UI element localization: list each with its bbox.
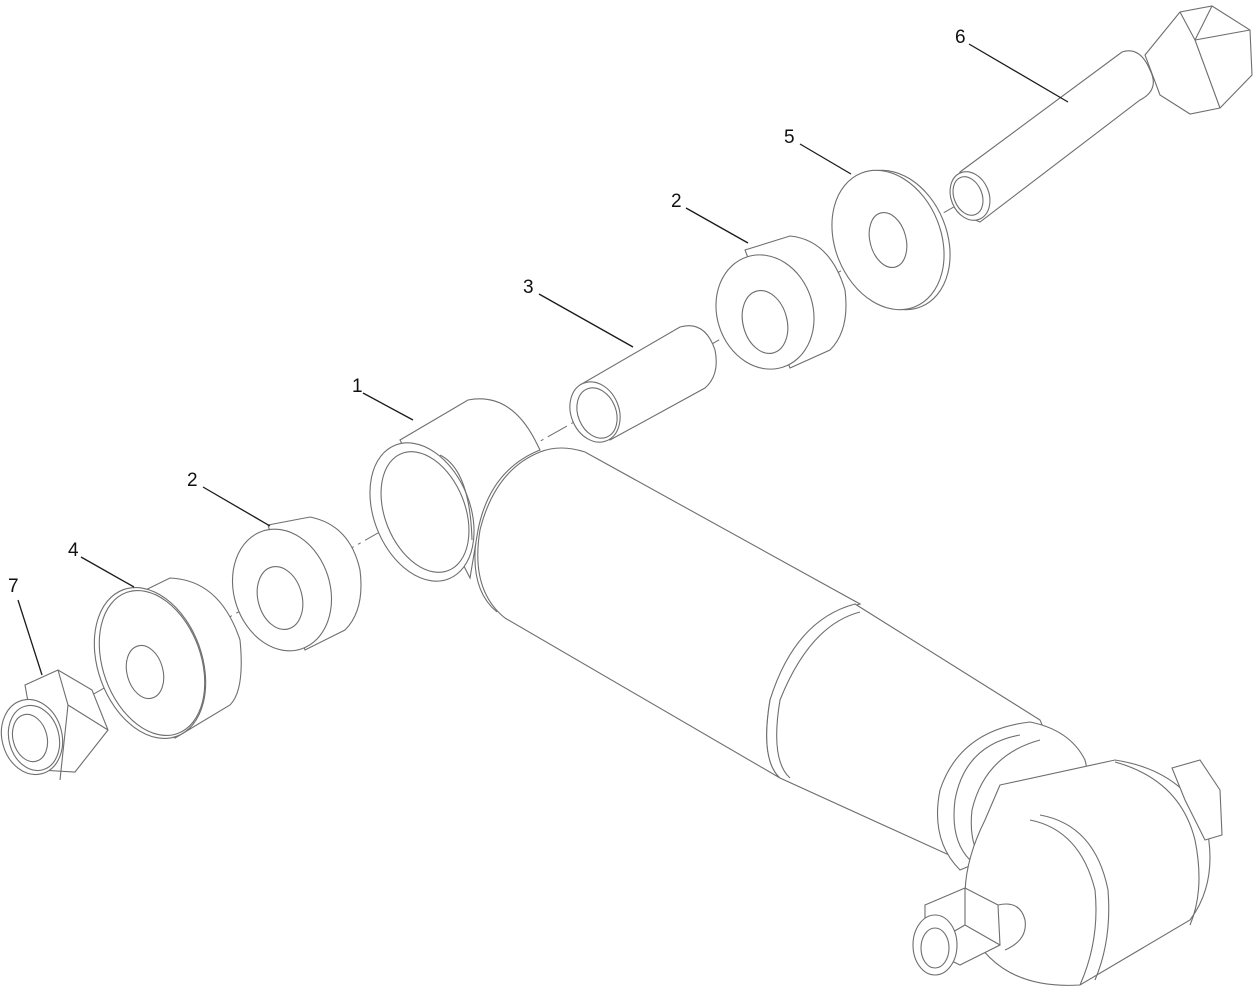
leader-line-2-upper [685, 207, 749, 244]
part-1-outer-sleeve [369, 398, 541, 582]
leader-line-6 [968, 43, 1069, 103]
leader-line-7 [17, 599, 43, 676]
leader-line-2-lower [202, 486, 271, 527]
leader-line-5 [799, 143, 852, 175]
part-5-flat-washer [831, 169, 951, 311]
leader-line-3 [538, 293, 634, 348]
part-3-spacer-tube [569, 325, 717, 443]
shock-absorber-body [474, 447, 1223, 986]
callout-4: 4 [68, 540, 79, 561]
callout-6: 6 [955, 27, 966, 48]
callout-5: 5 [784, 127, 795, 148]
callout-3: 3 [523, 277, 534, 298]
part-2-lower-bushing [231, 516, 362, 652]
part-2-upper-bushing [715, 235, 847, 370]
part-4-spacer-washer [93, 577, 242, 739]
leader-line-1 [362, 392, 414, 421]
callout-7: 7 [8, 576, 19, 597]
part-7-lock-nut [0, 669, 109, 781]
callout-2-upper: 2 [671, 191, 682, 212]
callout-2-lower: 2 [187, 470, 198, 491]
part-6-hex-bolt [949, 5, 1253, 223]
leader-line-4 [80, 556, 135, 588]
callout-1: 1 [352, 376, 363, 397]
